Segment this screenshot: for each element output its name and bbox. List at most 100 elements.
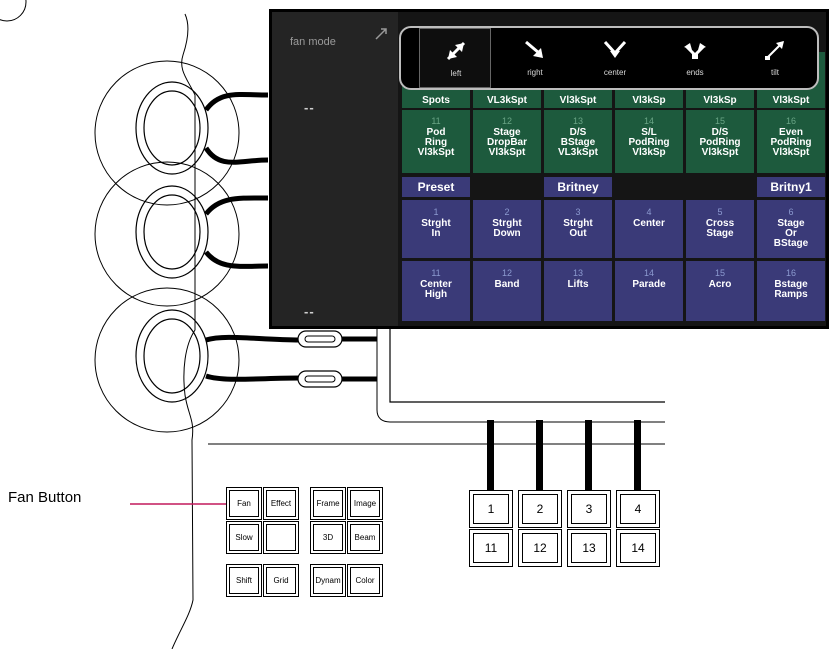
screen-bezel bbox=[376, 329, 665, 423]
fader-button-1[interactable]: 1 bbox=[469, 490, 513, 528]
button-label-line: Or bbox=[785, 228, 797, 239]
fader-button-14[interactable]: 14 bbox=[616, 529, 660, 567]
down-right-arrow-icon bbox=[525, 40, 543, 58]
fan-option-label: ends bbox=[686, 68, 704, 77]
fader-stems bbox=[487, 420, 641, 490]
side-value-top: -- bbox=[304, 100, 315, 115]
color-button[interactable]: Color bbox=[347, 564, 383, 597]
button-number: 16 bbox=[785, 268, 796, 278]
button-number: 12 bbox=[501, 116, 512, 126]
fan-option-right[interactable]: right bbox=[499, 28, 571, 88]
button-label-line: Stage bbox=[493, 127, 521, 138]
button-number: 14 bbox=[643, 116, 654, 126]
fan-button[interactable]: Fan bbox=[226, 487, 262, 520]
button-label-line: Acro bbox=[708, 279, 732, 290]
beam-button[interactable]: Beam bbox=[347, 521, 383, 554]
fan-option-label: tilt bbox=[771, 68, 779, 77]
page-header-3[interactable]: Britney bbox=[544, 177, 612, 197]
effect-button[interactable]: Effect bbox=[263, 487, 299, 520]
button-label-line: Band bbox=[494, 279, 520, 290]
button-label-line: High bbox=[424, 289, 448, 300]
button-number: 2 bbox=[504, 207, 510, 217]
button-label-line: Cross bbox=[705, 218, 735, 229]
encoder-wheel-2 bbox=[94, 161, 269, 307]
page-header-1[interactable]: Preset bbox=[402, 177, 470, 197]
3d-button[interactable]: 3D bbox=[310, 521, 346, 554]
button-number: 11 bbox=[431, 116, 441, 126]
blank-button[interactable] bbox=[263, 521, 299, 554]
button-label-line: Ramps bbox=[774, 289, 808, 300]
button-label-line: Stage bbox=[777, 218, 805, 229]
button-label-line: Vl3kSpt bbox=[488, 147, 526, 158]
fan-option-label: right bbox=[527, 68, 543, 77]
expand-arrow-icon[interactable] bbox=[374, 27, 388, 41]
fader-button-11[interactable]: 11 bbox=[469, 529, 513, 567]
button-number: 15 bbox=[714, 116, 725, 126]
button-label-line: S/L bbox=[641, 127, 657, 138]
fan-option-tilt[interactable]: tilt bbox=[739, 28, 811, 88]
button-label-line: BStage bbox=[560, 137, 596, 148]
ends-icon bbox=[684, 43, 706, 59]
fader-button-12[interactable]: 12 bbox=[518, 529, 562, 567]
button-label-line: Down bbox=[493, 228, 521, 239]
button-number: 4 bbox=[646, 207, 652, 217]
button-label-line: Lifts bbox=[567, 279, 589, 290]
button-label-line: Parade bbox=[632, 279, 666, 290]
dynam-button[interactable]: Dynam bbox=[310, 564, 346, 597]
button-label-line: Vl3kSpt bbox=[772, 147, 810, 158]
fan-option-center[interactable]: center bbox=[579, 28, 651, 88]
shift-button[interactable]: Shift bbox=[226, 564, 262, 597]
button-label-line: D/S bbox=[569, 127, 587, 138]
page-header-6[interactable]: Britny1 bbox=[757, 177, 825, 197]
button-label-line: Vl3kSp bbox=[632, 147, 666, 158]
image-button[interactable]: Image bbox=[347, 487, 383, 520]
fan-mode-label: fan mode bbox=[290, 36, 336, 48]
button-label-line: Strght bbox=[563, 218, 593, 229]
button-label-line: Out bbox=[569, 228, 587, 239]
button-label-line: Vl3kSpt bbox=[417, 147, 455, 158]
encoder-wheel-3 bbox=[94, 287, 301, 433]
fan-option-left[interactable]: left bbox=[419, 28, 491, 88]
fan-option-ends[interactable]: ends bbox=[659, 28, 731, 88]
fader-button-13[interactable]: 13 bbox=[567, 529, 611, 567]
button-number: 14 bbox=[643, 268, 654, 278]
button-label-line: Vl3kSpt bbox=[701, 147, 739, 158]
diagonal-arrow-icon bbox=[446, 41, 466, 61]
fader-button-2[interactable]: 2 bbox=[518, 490, 562, 528]
screen-side-panel: fan mode -- -- bbox=[272, 12, 398, 326]
v-center-icon bbox=[603, 40, 627, 58]
grid-button[interactable]: Grid bbox=[263, 564, 299, 597]
button-number: 13 bbox=[572, 116, 583, 126]
encoder-wheel-1 bbox=[94, 60, 269, 206]
fan-mode-popup: left right center ends bbox=[399, 26, 819, 90]
console-outline bbox=[171, 13, 196, 649]
button-label-line: Even bbox=[779, 127, 803, 138]
fader-button-4[interactable]: 4 bbox=[616, 490, 660, 528]
fader-button-3[interactable]: 3 bbox=[567, 490, 611, 528]
button-label-line: PodRing bbox=[699, 137, 741, 148]
frame-button[interactable]: Frame bbox=[310, 487, 346, 520]
slow-button[interactable]: Slow bbox=[226, 521, 262, 554]
fan-option-label: left bbox=[450, 69, 462, 78]
button-label-line: Strght bbox=[492, 218, 522, 229]
